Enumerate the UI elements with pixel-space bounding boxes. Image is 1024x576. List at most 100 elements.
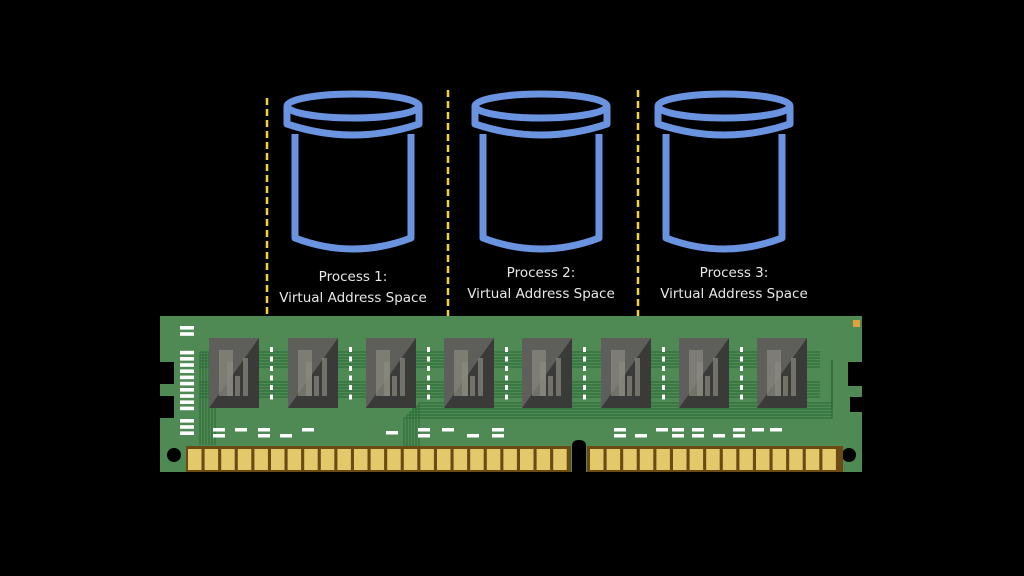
memory-chip-7 <box>679 338 729 408</box>
smd-component <box>349 375 352 381</box>
smd-component <box>662 394 665 400</box>
chip-logo-bar <box>400 358 405 396</box>
smd-component <box>770 428 782 432</box>
smd-component <box>583 366 586 371</box>
smd-component <box>270 347 273 352</box>
smd-component <box>418 434 430 438</box>
cylinder-body <box>662 134 786 253</box>
smd-component <box>614 428 626 432</box>
smd-component <box>740 385 743 390</box>
database-icon-1 <box>283 90 423 253</box>
chip-logo-bar <box>470 376 475 396</box>
dividers <box>265 90 640 325</box>
smd-component <box>752 428 764 432</box>
gold-pin <box>237 449 252 470</box>
cylinder-top <box>283 90 423 122</box>
gold-pin <box>822 449 836 470</box>
contact-pad <box>180 369 194 373</box>
gold-pin <box>304 449 318 470</box>
chip-logo-bar <box>227 362 233 396</box>
gold-pin <box>553 449 567 470</box>
gold-pin <box>387 449 401 470</box>
smd-component <box>583 385 586 390</box>
chip-logo-bar <box>235 376 240 396</box>
gold-pin <box>503 449 517 470</box>
chip-logo-bar <box>314 376 319 396</box>
smd-component <box>740 347 743 352</box>
smd-component <box>270 385 273 390</box>
gold-pin <box>420 449 434 470</box>
cylinder-body <box>479 134 603 253</box>
smd-component <box>270 375 273 381</box>
chip-logo-bar <box>627 376 632 396</box>
memory-chip-6 <box>601 338 651 408</box>
smd-component <box>427 356 430 362</box>
process-3-title: Process 3: <box>699 265 769 281</box>
smd-component <box>280 434 292 438</box>
smd-component <box>505 385 508 390</box>
smd-component <box>713 434 725 438</box>
process-2-subtitle: Virtual Address Space <box>467 286 615 302</box>
smd-component <box>662 385 665 390</box>
chip-logo-bar <box>705 376 710 396</box>
smd-component <box>583 356 586 362</box>
gold-pin <box>536 449 551 470</box>
mounting-hole-right <box>842 448 856 462</box>
smd-component <box>386 431 398 435</box>
process-1-label: Process 1: Virtual Address Space <box>253 267 453 309</box>
cylinder-rim <box>654 106 794 139</box>
contact-pad <box>180 326 194 330</box>
gold-pin <box>271 449 285 470</box>
smd-component <box>213 428 225 432</box>
smd-component <box>349 366 352 371</box>
chip-logo-bar <box>775 362 781 396</box>
smd-component <box>662 347 665 352</box>
corner-marker <box>853 320 860 327</box>
contact-pad <box>180 406 194 411</box>
gold-pin <box>354 449 368 470</box>
chip-logo-bar <box>540 362 546 396</box>
mounting-hole-left <box>167 448 181 462</box>
cylinder-rim <box>283 106 423 139</box>
gold-pin <box>706 449 720 470</box>
gold-pin <box>772 449 787 470</box>
smd-component <box>662 356 665 362</box>
smd-component <box>270 356 273 362</box>
process-1-title: Process 1: <box>318 269 388 285</box>
gold-pin <box>204 449 219 470</box>
gold-pin <box>789 449 803 470</box>
chip-logo-bar <box>243 358 248 396</box>
contact-pad <box>180 431 194 435</box>
contact-pad <box>180 357 194 361</box>
smd-component <box>583 347 586 352</box>
virtual-address-spaces <box>283 90 794 253</box>
smd-component <box>235 428 247 432</box>
smd-component <box>505 394 508 400</box>
cylinder-rim <box>471 106 611 139</box>
gold-pin <box>437 449 451 470</box>
smd-component <box>258 428 270 432</box>
chip-logo-bar <box>635 358 640 396</box>
gold-pin <box>805 449 820 470</box>
gold-pin <box>403 449 418 470</box>
contact-pad <box>180 425 194 429</box>
chip-logo-bar <box>392 376 397 396</box>
chip-logo-bar <box>306 362 312 396</box>
gold-pin <box>254 449 268 470</box>
contact-pad <box>180 419 194 423</box>
chip-logo-bar <box>478 358 483 396</box>
gold-pin <box>470 449 484 470</box>
smd-component <box>505 375 508 381</box>
smd-component <box>635 434 647 438</box>
memory-chip-5 <box>522 338 572 408</box>
chip-logo-bar <box>791 358 796 396</box>
smd-component <box>442 428 454 432</box>
smd-component <box>349 385 352 390</box>
smd-component <box>349 347 352 352</box>
gold-pin <box>370 449 385 470</box>
chip-logo-bar <box>322 358 327 396</box>
smd-component <box>505 366 508 371</box>
contact-pad <box>180 363 194 367</box>
chip-logo-bar <box>548 376 553 396</box>
chip-logo-bar <box>619 362 625 396</box>
